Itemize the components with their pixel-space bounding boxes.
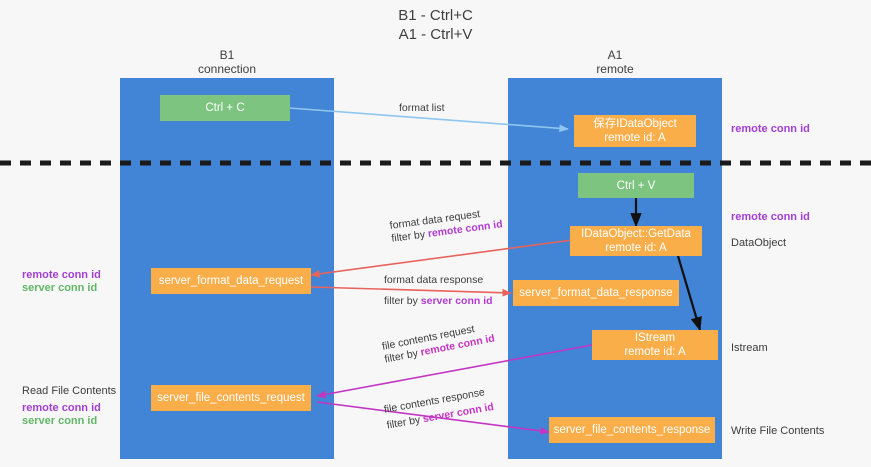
- filter-prefix: filter by: [384, 295, 421, 307]
- edge-label-format-list: format list: [399, 102, 445, 115]
- diagram-title: B1 - Ctrl+C A1 - Ctrl+V: [398, 7, 473, 43]
- column-header-a1: A1 remote: [596, 48, 634, 76]
- node-ctrl-v[interactable]: Ctrl + V: [578, 173, 694, 198]
- annotation-right-istream: Istream: [731, 342, 768, 354]
- edge-label-file-contents-response: file contents response filter by server …: [383, 385, 495, 432]
- annotation-left-server-conn-id-bottom: server conn id: [22, 415, 98, 427]
- node-istream[interactable]: IStream remote id: A: [592, 330, 718, 360]
- edge-label-format-data-response-line1: format data response: [384, 274, 484, 286]
- node-server-file-contents-response[interactable]: server_file_contents_response: [549, 417, 715, 443]
- edge-label-format-data-response: format data response filter by server co…: [384, 274, 493, 308]
- annotation-left-server-conn-id-mid: server conn id: [22, 282, 98, 294]
- edge-label-format-data-response-line2: filter by server conn id: [384, 295, 493, 308]
- annotation-right-remote-conn-id-mid: remote conn id: [731, 211, 810, 223]
- edge-label-format-data-request: format data request filter by remote con…: [389, 205, 503, 245]
- column-header-b1: B1 connection: [197, 48, 257, 76]
- annotation-right-dataobject: DataObject: [731, 237, 787, 249]
- node-ctrl-c[interactable]: Ctrl + C: [160, 95, 290, 121]
- annotation-left-remote-conn-id-bottom: remote conn id: [22, 402, 101, 414]
- annotation-right-write-file-contents: Write File Contents: [731, 425, 825, 437]
- filter-key-server-conn-id: server conn id: [420, 295, 493, 307]
- node-save-idataobject[interactable]: 保存IDataObject remote id: A: [574, 115, 696, 147]
- edge-label-format-list-text: format list: [399, 102, 445, 114]
- annotation-left-remote-conn-id-mid: remote conn id: [22, 269, 101, 281]
- node-server-format-data-request[interactable]: server_format_data_request: [151, 268, 311, 294]
- edge-label-file-contents-request: file contents request filter by remote c…: [381, 320, 496, 367]
- node-server-file-contents-request[interactable]: server_file_contents_request: [151, 385, 311, 411]
- annotation-left-read-file-contents: Read File Contents: [22, 385, 117, 397]
- filter-prefix: filter by: [385, 413, 425, 432]
- node-server-format-data-response[interactable]: server_format_data_response: [513, 280, 679, 306]
- annotation-right-remote-conn-id-top: remote conn id: [731, 123, 810, 135]
- node-idataobject-getdata[interactable]: IDataObject::GetData remote id: A: [570, 226, 702, 256]
